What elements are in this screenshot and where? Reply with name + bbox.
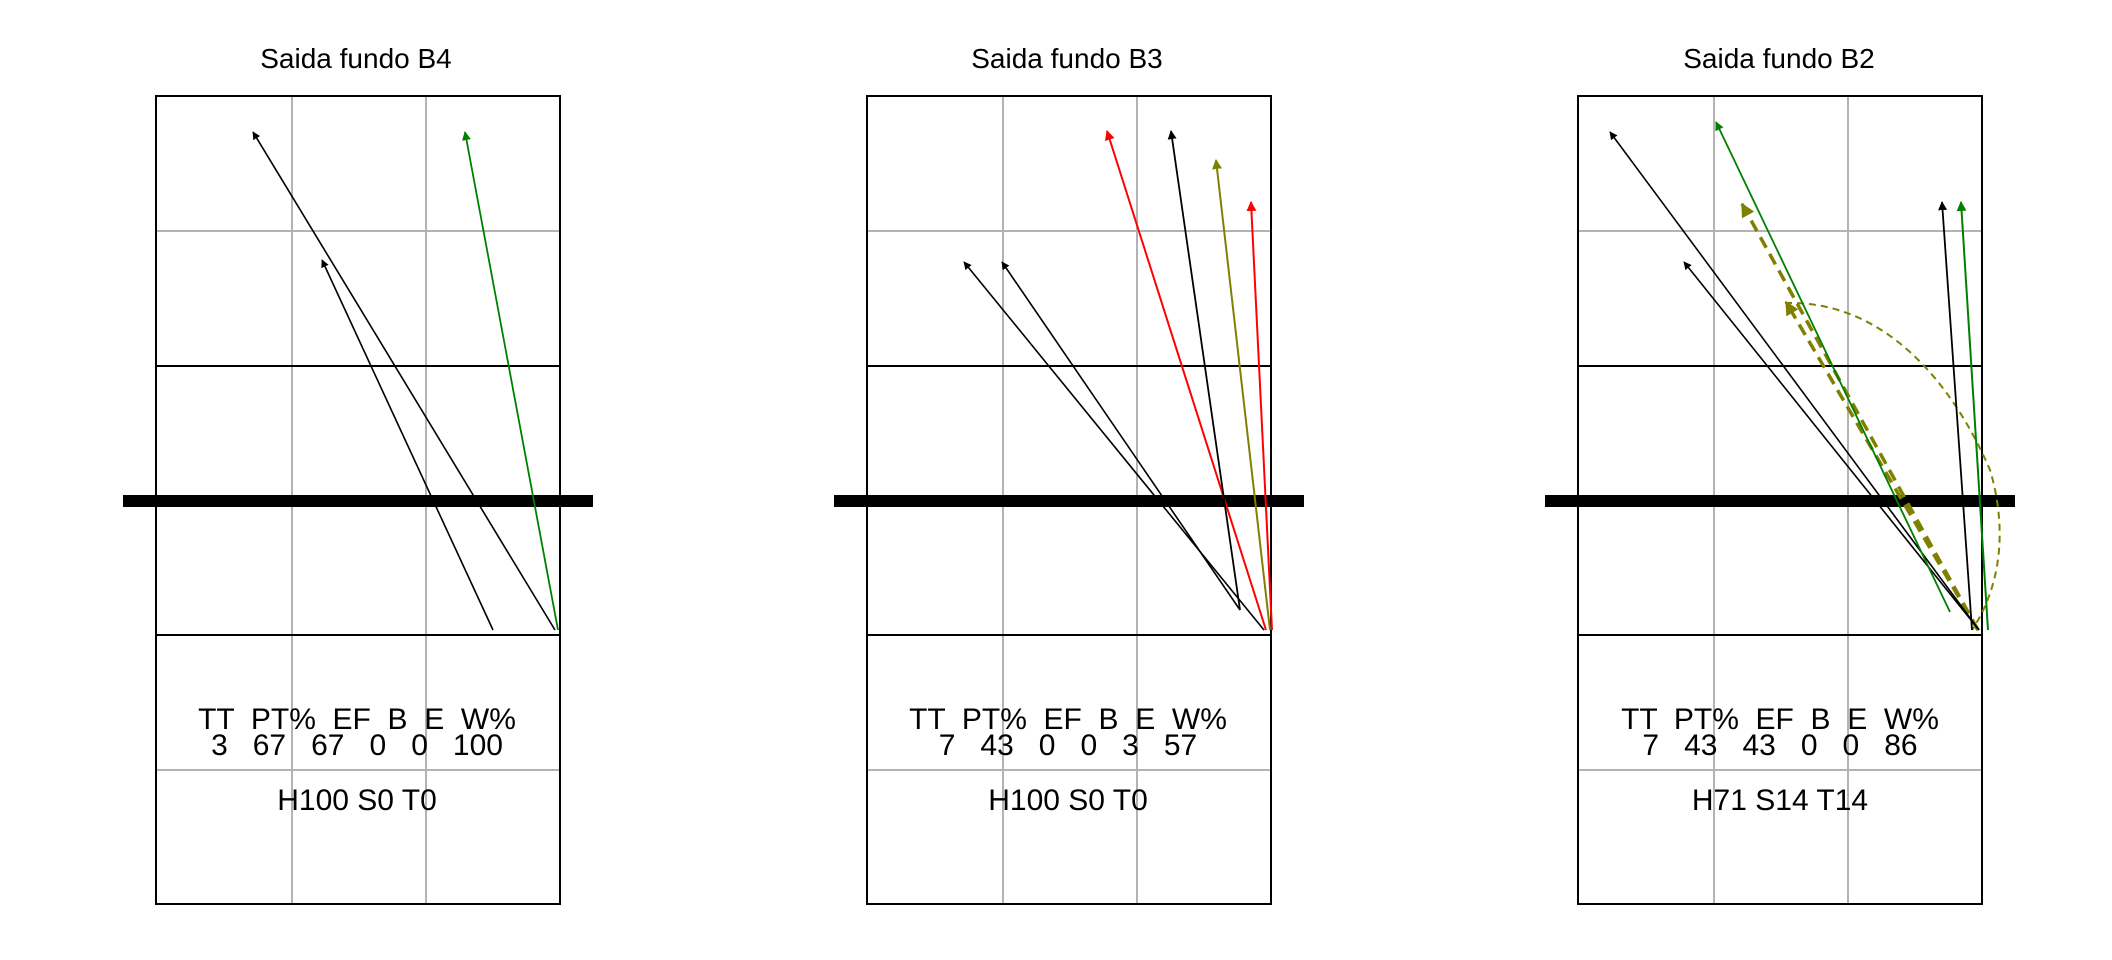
pass-arrow (1246, 201, 1273, 631)
panel-b3: Saida fundo B3 TT PT% EF B E W% 7 43 0 0… (834, 43, 1304, 905)
panel-b2: Saida fundo B2 TT PT% EF B E W% 7 43 43 … (1545, 43, 2015, 905)
stats-values: 7 43 43 0 0 86 (1642, 729, 1917, 762)
summary-label: H71 S14 T14 (1692, 784, 1868, 817)
pass-arrow (1715, 121, 1951, 613)
stats-header: TT PT% EF B E W% (198, 703, 516, 736)
pass-arrow (1104, 130, 1267, 631)
pass-arrow (321, 259, 494, 631)
stats-values: 7 43 0 0 3 57 (939, 729, 1198, 762)
dribble-curve (1784, 301, 2001, 631)
summary-label: H100 S0 T0 (988, 784, 1148, 817)
pass-arrow (1683, 261, 1980, 631)
panel-title: Saida fundo B2 (1683, 43, 1875, 74)
pass-arrow (1167, 130, 1241, 611)
pass-arrow (1938, 201, 1973, 631)
panel-title: Saida fundo B4 (260, 43, 452, 74)
pass-arrow (1956, 201, 1989, 631)
pass-arrow (252, 131, 556, 631)
pass-arrow (963, 261, 1265, 631)
pass-arrow (462, 131, 559, 631)
pass-arrow (1609, 131, 1980, 631)
pass-arrow (1001, 261, 1241, 611)
summary-label: H100 S0 T0 (277, 784, 437, 817)
stats-header: TT PT% EF B E W% (909, 703, 1227, 736)
stats-values: 3 67 67 0 0 100 (211, 729, 503, 762)
pass-arrow (1212, 159, 1271, 631)
dribble-arrow (1740, 202, 1980, 631)
dribble-arrow (1784, 300, 1980, 631)
stats-header: TT PT% EF B E W% (1621, 703, 1939, 736)
panel-title: Saida fundo B3 (971, 43, 1163, 74)
panel-b4: Saida fundo B4 TT PT% EF B E W% 3 67 67 … (123, 43, 593, 905)
